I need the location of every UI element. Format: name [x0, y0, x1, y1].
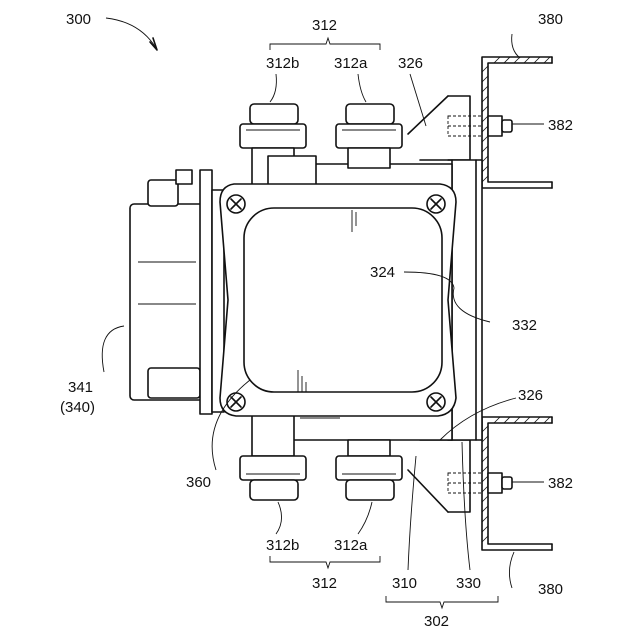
label-302: 302	[424, 613, 449, 630]
label-300: 300	[66, 11, 91, 28]
label-340: (340)	[60, 399, 95, 416]
label-341: 341	[68, 379, 93, 396]
label-326-bottom: 326	[518, 387, 543, 404]
screw-bottom-left	[227, 393, 245, 411]
label-332: 332	[512, 317, 537, 334]
screw-bottom-right	[427, 393, 445, 411]
fitting-312a-bottom	[336, 440, 402, 500]
upper-bolt	[448, 116, 512, 136]
label-326-top: 326	[398, 55, 423, 72]
label-380-top: 380	[538, 11, 563, 28]
label-312-top: 312	[312, 17, 337, 34]
label-382-bottom: 382	[548, 475, 573, 492]
screw-top-left	[227, 195, 245, 213]
label-382-top: 382	[548, 117, 573, 134]
fitting-312a-top	[336, 104, 402, 168]
label-312b-bottom: 312b	[266, 537, 299, 554]
label-312-bottom: 312	[312, 575, 337, 592]
label-360: 360	[186, 474, 211, 491]
screw-top-right	[427, 195, 445, 213]
label-310: 310	[392, 575, 417, 592]
side-connector	[130, 170, 224, 414]
label-324: 324	[370, 264, 395, 281]
label-330: 330	[456, 575, 481, 592]
cover-plate	[220, 184, 456, 416]
label-312a-top: 312a	[334, 55, 368, 72]
label-312a-bottom: 312a	[334, 537, 368, 554]
label-312b-top: 312b	[266, 55, 299, 72]
lower-bolt	[448, 473, 512, 493]
label-380-bottom: 380	[538, 581, 563, 598]
